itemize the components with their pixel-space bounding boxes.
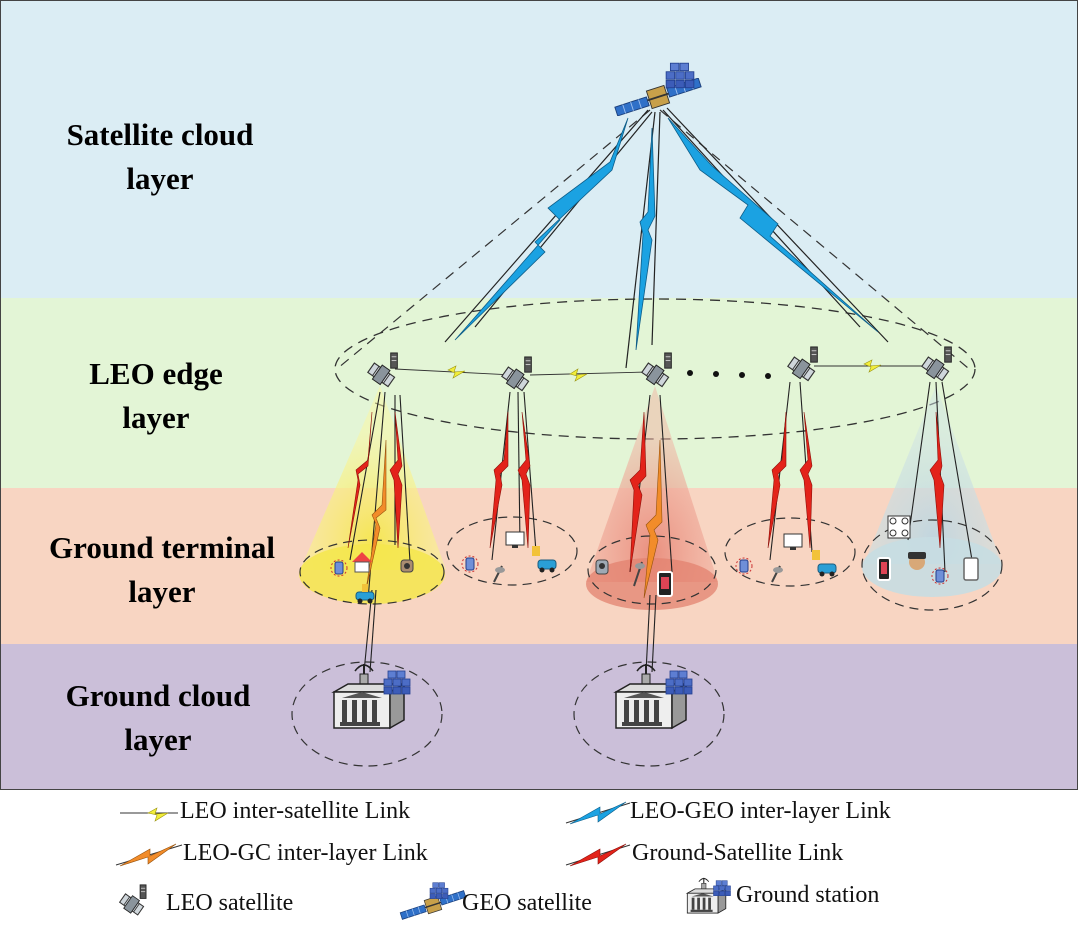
sensor-icon [461,555,479,573]
phone-icon [963,557,979,581]
monitor-icon [505,531,525,548]
car-icon [532,546,557,573]
robot-icon [595,559,609,575]
leo-satellite-icon [500,356,532,394]
legend-leo-satellite-label: LEO satellite [166,890,294,916]
drone-icon [887,515,911,539]
leo-satellite-icon [786,346,818,384]
terminal-area-circles [299,516,1003,611]
sensor-icon [931,567,949,585]
vr-headset-icon [908,552,926,570]
antenna-icon [493,565,505,583]
coverage-cone-red [586,386,718,582]
monitor-icon [783,533,803,550]
antenna-icon [633,561,645,587]
house-icon [352,552,372,573]
ground-satellite-links [347,381,973,673]
satellite-cloud-layer-title: Satellite cloud layer [66,117,254,196]
ground-terminal-layer-title: Ground terminal layer [49,530,275,609]
leo-geo-bolt [667,117,879,333]
coverage-area-yellow [299,544,445,604]
legend-ground-station-label: Ground station [736,882,880,908]
legend-geo-link-symbol [565,801,631,825]
legend-leo-inter-satellite-label: LEO inter-satellite Link [180,798,411,824]
car-icon [812,550,837,577]
coverage-area-blue [862,537,1002,597]
server-cluster-icon [713,880,731,896]
car-icon [355,584,375,604]
leo-geo-bolt [635,127,656,351]
legend-ground-link-symbol [565,843,631,867]
leo-satellite-icon [920,346,952,384]
server-cluster-icon [665,62,695,89]
coverage-area-red [586,558,718,610]
ground-cloud-layer-band [1,644,1077,789]
ground-station-circles [291,661,725,767]
leo-satellite-icon [640,352,672,390]
leo-orbit-ellipse [334,298,976,440]
terminal-devices [330,515,979,604]
legend-geo-satellite-label: GEO satellite [462,890,592,916]
phone-icon [877,557,891,581]
server-cluster-icon [383,670,411,695]
legend-leo-gc-label: LEO-GC inter-layer Link [183,840,428,866]
leo-geo-bolt [454,117,629,341]
legend-leo-geo-label: LEO-GEO inter-layer Link [630,798,891,824]
legend-symbols [115,801,731,920]
ground-cloud-layer-title: Ground cloud layer [65,678,251,757]
leo-geo-links [444,107,889,369]
leo-edge-layer-band [1,298,1077,488]
leo-satellite-icon [118,884,147,918]
ellipsis-dots [687,370,771,379]
leo-satellite-icon [366,352,398,390]
robot-icon [400,559,414,573]
legend-gc-link-symbol [115,843,183,867]
server-cluster-icon [429,882,449,899]
leo-edge-layer-title: LEO edge layer [89,356,223,435]
coverage-cone-yellow [300,386,446,570]
server-cluster-icon [665,670,693,695]
legend-ground-satellite-label: Ground-Satellite Link [632,840,844,866]
sensor-icon [735,557,753,575]
phone-icon [657,571,673,597]
legend-leo-link-symbol [120,807,178,822]
sensor-icon [330,559,348,577]
leo-inter-satellite-bolts [447,359,882,382]
antenna-icon [771,565,783,583]
